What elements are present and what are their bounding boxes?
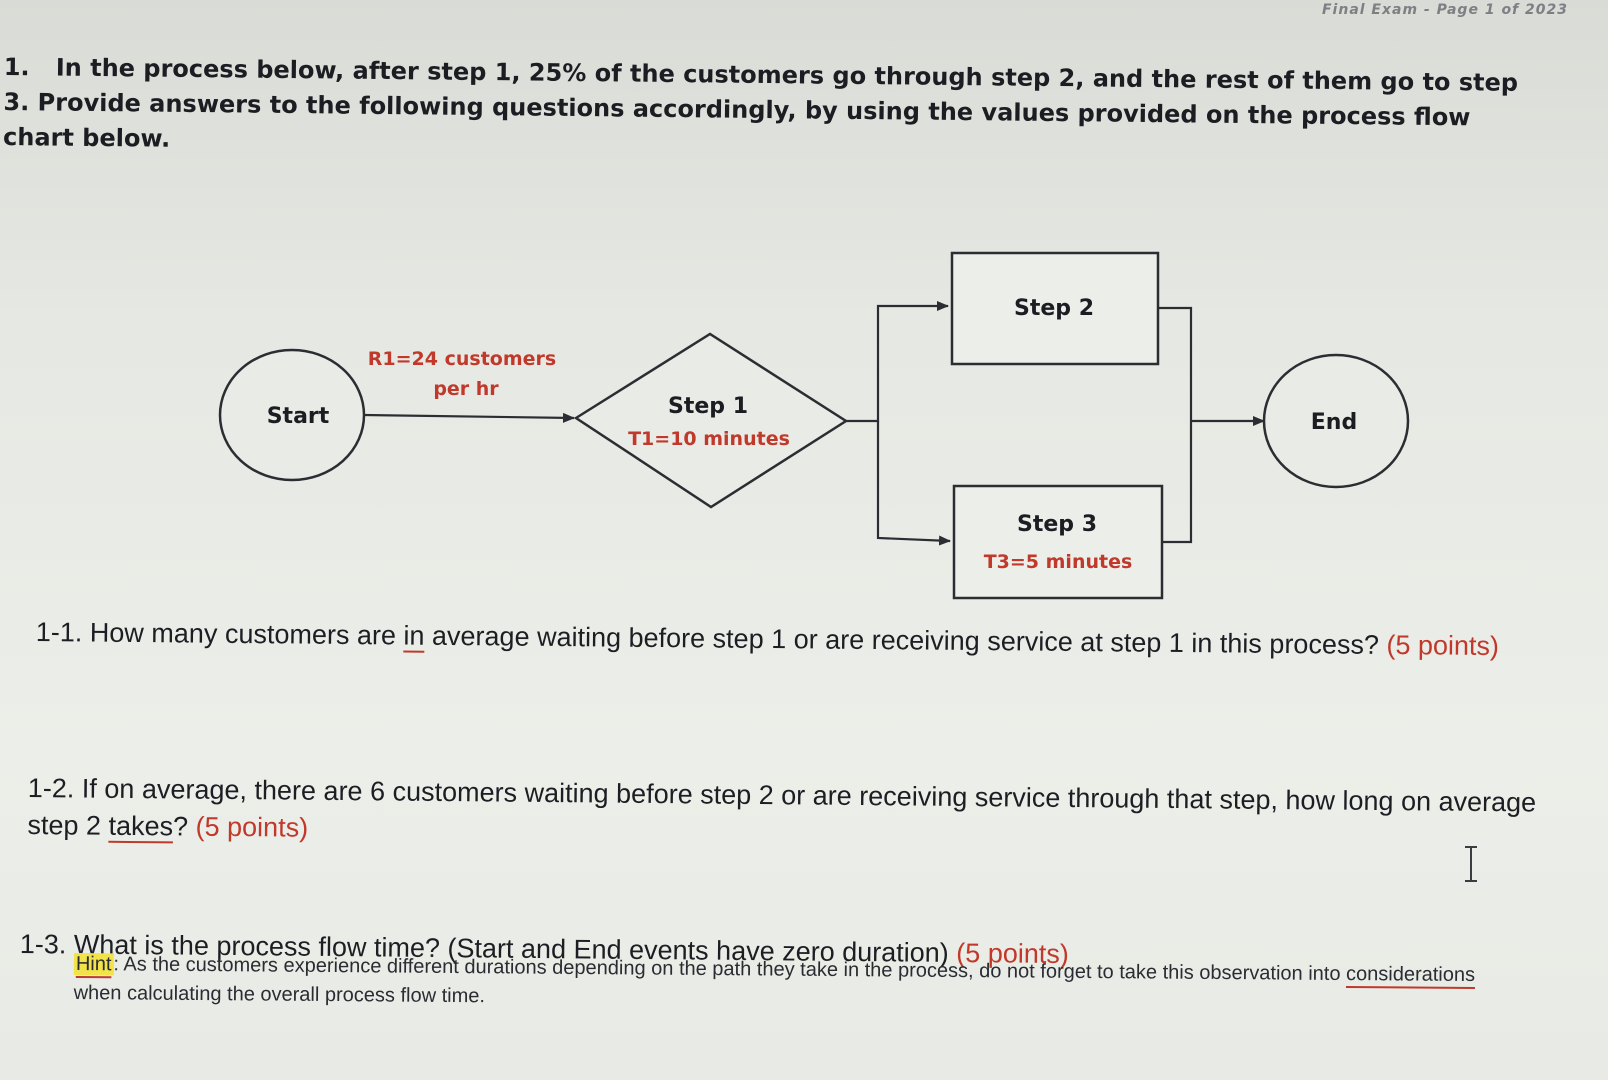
end-label: End — [1311, 410, 1357, 435]
subquestion-text-post: ? — [172, 811, 196, 842]
step3-time: T3=5 minutes — [984, 551, 1133, 573]
text-cursor-icon — [1465, 846, 1477, 882]
subquestion-1-2: 1-2. If on average, there are 6 customer… — [27, 770, 1588, 859]
step3-node — [952, 484, 1164, 600]
step1-time: T1=10 minutes — [628, 428, 790, 450]
start-label: Start — [267, 404, 330, 429]
arrival-rate-unit: per hr — [433, 378, 499, 400]
subquestion-underlined-word: takes — [108, 810, 174, 842]
hint-label: Hint — [73, 952, 114, 976]
step1-title: Step 1 — [668, 394, 748, 419]
step1-decision-node — [573, 332, 849, 509]
points-badge: (5 points) — [1386, 629, 1500, 662]
arrival-rate-label: R1=24 customers — [368, 348, 556, 370]
step2-to-merge-connector — [1158, 306, 1193, 544]
subquestion-text-post: average waiting before step 1 or are rec… — [424, 620, 1387, 660]
hint-note: Hint: As the customers experience differ… — [74, 950, 1514, 1019]
step2-node — [950, 251, 1160, 366]
subquestion-text-pre: How many customers are — [89, 617, 404, 651]
step2-title: Step 2 — [1014, 296, 1094, 321]
subquestion-1-1: 1-1. How many customers are in average w… — [36, 614, 1566, 666]
step3-title: Step 3 — [1017, 512, 1097, 537]
header-scrap-text: Final Exam - Page 1 of 2023 — [1321, 2, 1568, 18]
end-node — [1262, 353, 1410, 489]
subquestion-label: 1-3. — [19, 928, 67, 960]
points-badge: (5 points) — [195, 811, 309, 843]
hint-text-post: when calculating the overall process flo… — [73, 981, 486, 1008]
step1-to-step3-connector — [876, 421, 951, 546]
subquestion-label: 1-1. — [35, 616, 83, 648]
hint-text-pre: : As the customers experience different … — [113, 953, 1347, 985]
step1-to-step2-connector — [846, 301, 949, 423]
process-flowchart: Start R1=24 customers per hr Step 1 T1=1… — [218, 251, 1410, 600]
subquestion-underlined-word: in — [403, 620, 425, 651]
hint-underlined-word: considerations — [1345, 962, 1476, 987]
subquestion-label: 1-2. — [27, 772, 75, 804]
arrival-arrow — [363, 412, 575, 423]
